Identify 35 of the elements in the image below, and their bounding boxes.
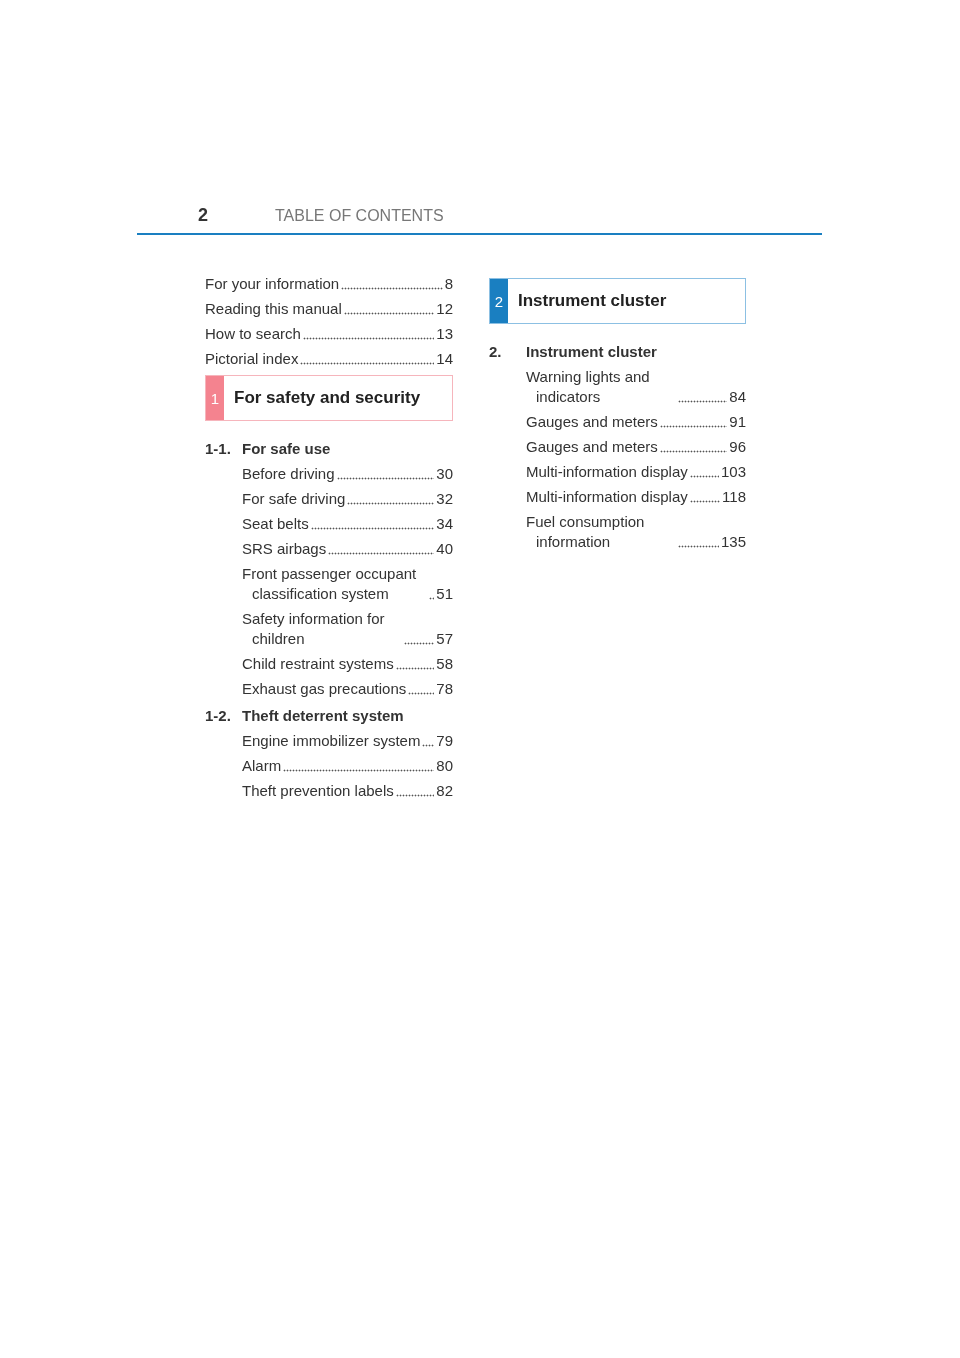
toc-entry: Engine immobilizer system [242, 731, 421, 751]
toc-entry: Gauges and meters [526, 412, 658, 432]
chapter-number-tab: 2 [490, 279, 508, 323]
toc-entry: Multi-information display [526, 462, 688, 482]
toc-entry: Reading this manual [205, 299, 342, 319]
section-number: 1-1. [205, 439, 232, 459]
page-number: 2 [198, 205, 208, 226]
section-heading: Theft deterrent system [242, 706, 404, 726]
chapter-number-tab: 1 [206, 376, 224, 420]
toc-entry: Seat belts [242, 514, 309, 534]
section-heading: For safe use [242, 439, 331, 459]
toc-entry: Before driving [242, 464, 335, 484]
chapter-header-box [489, 278, 746, 324]
toc-entry: For safe driving [242, 489, 346, 509]
toc-entry: Front passenger occupant classification system [242, 564, 418, 604]
section-number: 1-2. [205, 706, 232, 726]
chapter-title: Instrument cluster [517, 290, 667, 312]
chapter-header-box [205, 375, 453, 421]
toc-entry: Multi-information display [526, 487, 688, 507]
section-number: 2. [489, 342, 503, 362]
toc-entry: SRS airbags [242, 539, 327, 559]
toc-entry: Fuel consumption information [526, 512, 646, 552]
toc-entry: Gauges and meters [526, 437, 658, 457]
section-heading: Instrument cluster [526, 342, 657, 362]
toc-entry: How to search [205, 324, 301, 344]
toc-entry: For your information [205, 274, 340, 294]
chapter-title: For safety and security [233, 387, 421, 409]
toc-entry: Alarm [242, 756, 282, 776]
page-title: TABLE OF CONTENTS [275, 207, 444, 225]
toc-entry: Warning lights and indicators [526, 367, 651, 407]
toc-entry: Theft prevention labels [242, 781, 394, 801]
toc-entry: Pictorial index [205, 349, 299, 369]
toc-entry: Exhaust gas precautions [242, 679, 407, 699]
toc-entry: Child restraint systems [242, 654, 394, 674]
toc-entry: Safety information for children [242, 609, 386, 649]
